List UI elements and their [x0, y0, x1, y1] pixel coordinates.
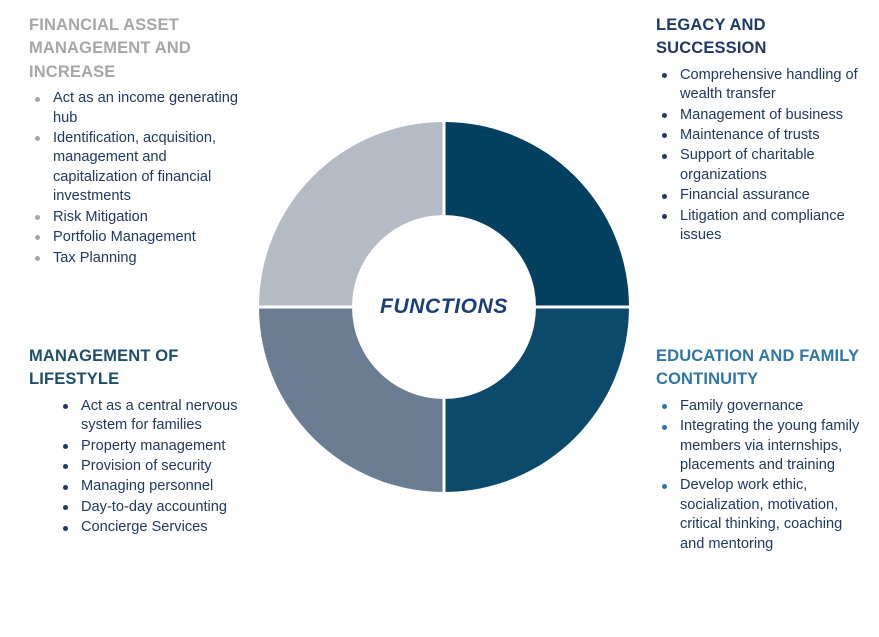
list-item: Financial assurance [656, 186, 861, 205]
list-item: Act as a central nervous system for fami… [57, 397, 254, 436]
bullet-dot-icon [63, 404, 68, 410]
list-item-label: Identification, acquisition, management … [53, 130, 217, 205]
bullet-dot-icon [63, 464, 68, 470]
list-item: Develop work ethic, socialization, motiv… [656, 476, 861, 554]
list-item: Day-to-day accounting [57, 498, 254, 517]
list-item: Integrating the young family members via… [656, 417, 861, 475]
bullet-list-management-of-lifestyle: Act as a central nervous system for fami… [29, 397, 254, 538]
bullet-dot-icon [662, 404, 667, 410]
bullet-dot-icon [63, 505, 68, 511]
bullet-dot-icon [35, 215, 40, 220]
list-item: Provision of security [57, 457, 254, 476]
list-item: Maintenance of trusts [656, 126, 861, 145]
donut-segment-legacy-and-succession[interactable] [444, 122, 629, 307]
list-item-label: Management of business [680, 106, 844, 123]
bullet-list-education-and-family-continuity: Family governance Integrating the young … [656, 397, 861, 554]
bullet-dot-icon [662, 73, 667, 79]
quadrant-heading-management-of-lifestyle: MANAGEMENT OF LIFESTYLE [29, 347, 179, 389]
list-item-label: Concierge Services [81, 519, 208, 536]
list-item-label: Act as an income generating hub [53, 90, 238, 126]
list-item: Family governance [656, 397, 861, 416]
bullet-dot-icon [63, 525, 68, 531]
bullet-dot-icon [35, 235, 40, 241]
quadrant-legacy-and-succession: LEGACY AND SUCCESSION Comprehensive hand… [656, 14, 861, 247]
quadrant-management-of-lifestyle: MANAGEMENT OF LIFESTYLE Act as a central… [29, 345, 254, 539]
quadrant-financial-asset-management: FINANCIAL ASSET MANAGEMENT AND INCREASE … [29, 14, 241, 269]
list-item-label: Risk Mitigation [53, 208, 148, 225]
bullet-dot-icon [35, 255, 40, 261]
list-item-label: Provision of security [81, 458, 212, 475]
list-item: Portfolio Management [29, 228, 241, 247]
list-item: Tax Planning [29, 249, 241, 268]
bullet-dot-icon [662, 112, 667, 118]
bullet-dot-icon [63, 484, 68, 490]
list-item: Managing personnel [57, 477, 254, 496]
functions-donut-chart: FUNCTIONS [259, 122, 629, 492]
quadrant-education-and-family-continuity: EDUCATION AND FAMILY CONTINUITY Family g… [656, 345, 861, 555]
donut-segment-financial-asset-management[interactable] [259, 122, 444, 307]
donut-svg [259, 122, 629, 492]
donut-segment-education-and-family-continuity[interactable] [444, 307, 629, 492]
list-item: Concierge Services [57, 518, 254, 537]
list-item: Comprehensive handling of wealth transfe… [656, 66, 861, 105]
bullet-dot-icon [662, 483, 667, 489]
list-item-label: Tax Planning [53, 249, 137, 266]
bullet-dot-icon [662, 133, 667, 139]
bullet-dot-icon [35, 136, 40, 142]
quadrant-heading-financial-asset-management: FINANCIAL ASSET MANAGEMENT AND INCREASE [29, 16, 191, 81]
list-item-label: Maintenance of trusts [680, 127, 820, 144]
list-item-label: Financial assurance [680, 187, 810, 204]
list-item-label: Comprehensive handling of wealth transfe… [680, 66, 858, 103]
list-item: Risk Mitigation [29, 208, 241, 227]
list-item-label: Property management [81, 437, 226, 454]
donut-segment-management-of-lifestyle[interactable] [259, 307, 444, 492]
bullet-dot-icon [35, 96, 40, 102]
list-item-label: Litigation and compliance issues [680, 207, 845, 244]
list-item: Act as an income generating hub [29, 89, 241, 128]
bullet-list-financial-asset-management: Act as an income generating hub Identifi… [29, 89, 241, 268]
list-item-label: Managing personnel [81, 478, 214, 495]
bullet-dot-icon [63, 443, 68, 449]
quadrant-heading-education-and-family-continuity: EDUCATION AND FAMILY CONTINUITY [656, 347, 859, 389]
list-item-label: Act as a central nervous system for fami… [81, 397, 238, 434]
list-item: Litigation and compliance issues [656, 207, 861, 246]
list-item: Property management [57, 437, 254, 456]
list-item-label: Family governance [680, 397, 804, 414]
quadrant-heading-legacy-and-succession: LEGACY AND SUCCESSION [656, 16, 767, 58]
list-item-label: Integrating the young family members via… [680, 418, 860, 474]
list-item: Identification, acquisition, management … [29, 129, 241, 207]
list-item-label: Day-to-day accounting [81, 498, 228, 515]
bullet-dot-icon [662, 153, 667, 159]
list-item: Support of charitable organizations [656, 146, 861, 185]
list-item-label: Support of charitable organizations [680, 147, 815, 183]
list-item-label: Portfolio Management [53, 229, 196, 246]
bullet-dot-icon [662, 424, 667, 430]
bullet-list-legacy-and-succession: Comprehensive handling of wealth transfe… [656, 66, 861, 246]
bullet-dot-icon [662, 213, 667, 219]
list-item: Management of business [656, 106, 861, 125]
bullet-dot-icon [662, 193, 667, 199]
list-item-label: Develop work ethic, socialization, motiv… [680, 477, 843, 552]
